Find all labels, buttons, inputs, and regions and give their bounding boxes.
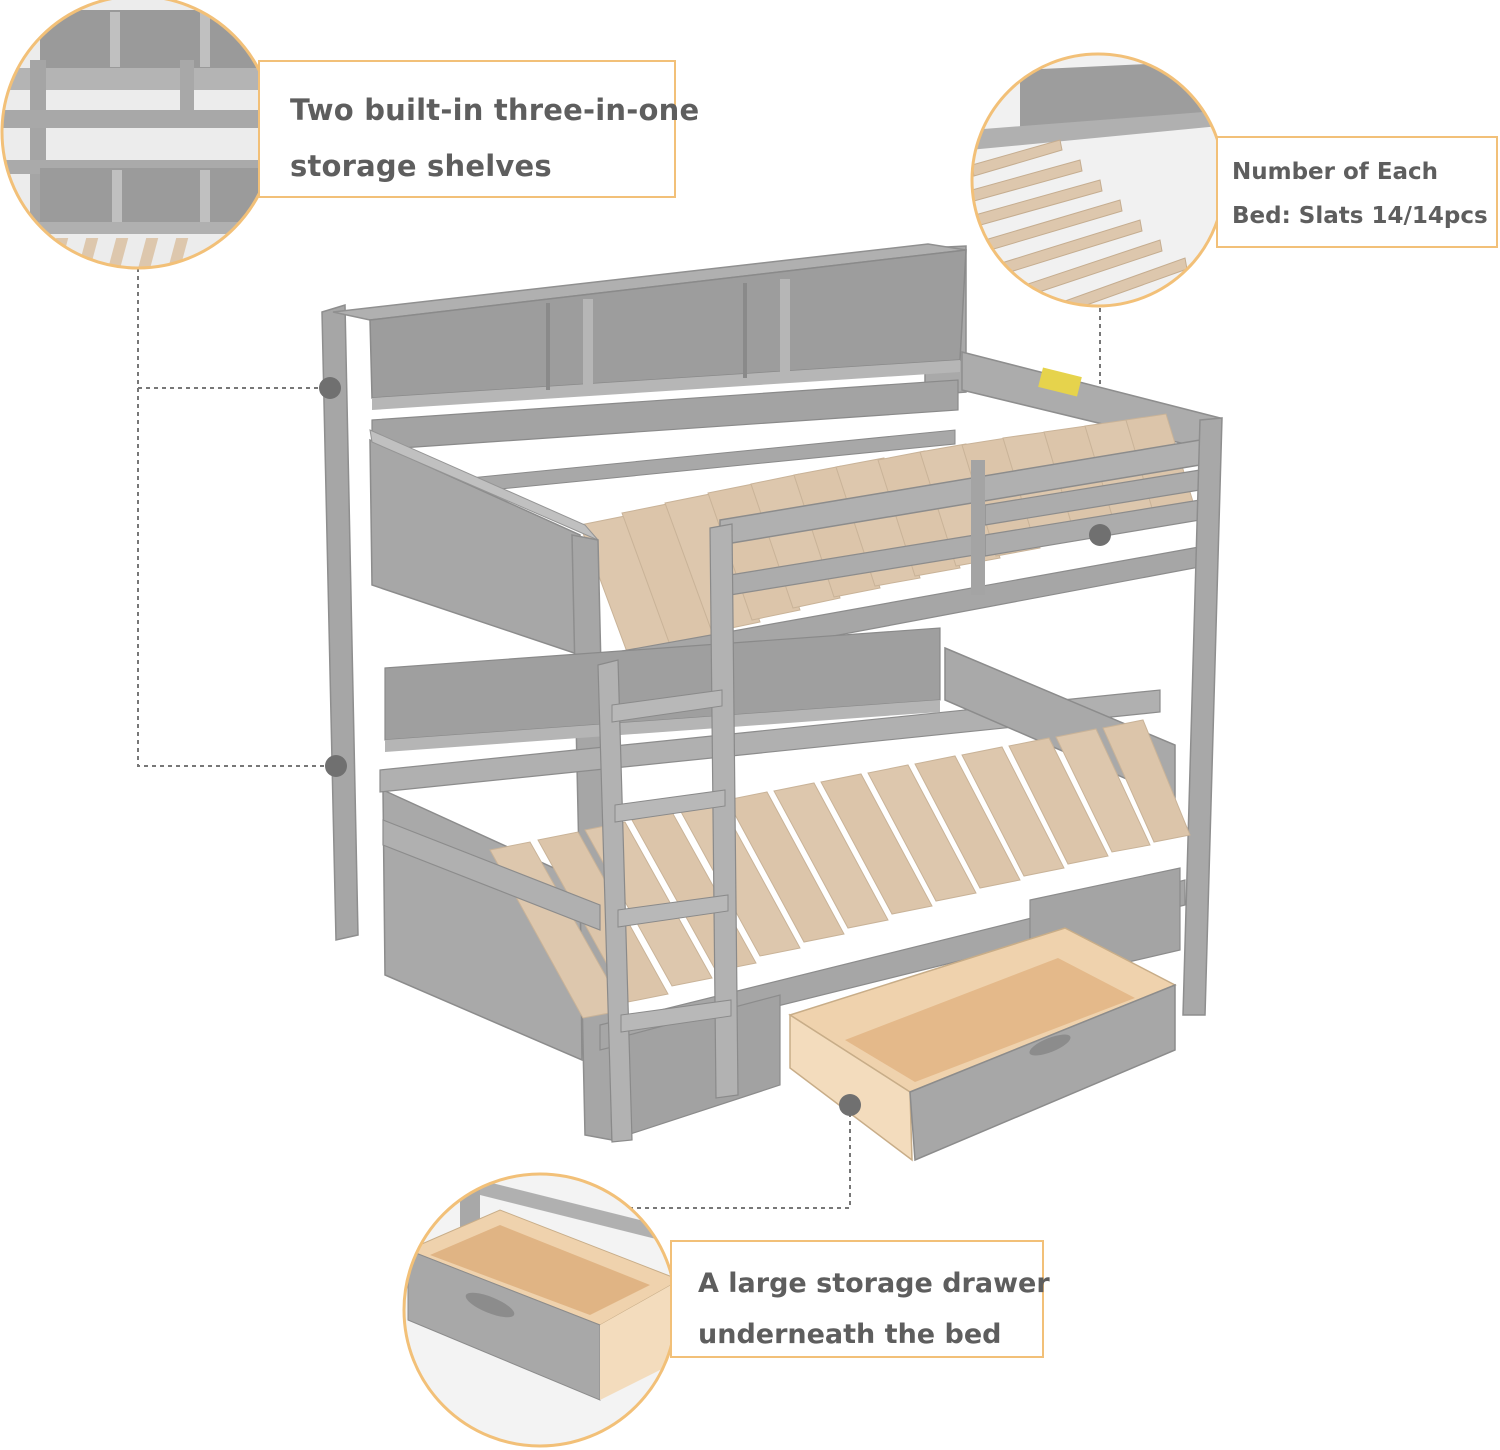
callout-anchor-dot [325, 755, 347, 777]
callout-shelves-line2: storage shelves [290, 149, 552, 183]
front-right-post [1182, 417, 1223, 1016]
callout-anchor-dot [319, 377, 341, 399]
drawer-front [909, 983, 1176, 1162]
callout-drawer-line1: A large storage drawer [698, 1268, 1050, 1299]
callout-anchor-dot [839, 1094, 861, 1116]
callout-shelves: Two built-in three-in-one storage shelve… [258, 60, 700, 198]
storage-drawer [788, 927, 1177, 1162]
callout-slats-line1: Number of Each [1232, 159, 1439, 185]
ladder [597, 523, 739, 1143]
leader-line-shelves [137, 268, 325, 389]
zoom-circle-drawer [402, 1172, 678, 1448]
callout-anchor-dot [1089, 524, 1111, 546]
callout-slats-line2: Bed: Slats 14/14pcs [1232, 203, 1488, 229]
bunk-bed [319, 243, 1223, 1162]
callout-drawer: A large storage drawer underneath the be… [670, 1240, 1050, 1358]
back-left-post [321, 303, 359, 941]
callout-shelves-line1: Two built-in three-in-one [290, 93, 700, 127]
lower-slats [489, 719, 1191, 1019]
leader-line-shelves-lower [137, 388, 330, 767]
callout-slats: Number of Each Bed: Slats 14/14pcs [1216, 136, 1498, 248]
callout-drawer-line2: underneath the bed [698, 1319, 1002, 1350]
zoom-circle-slats [970, 52, 1226, 308]
leader-line-drawer [620, 1105, 851, 1209]
zoom-circle-shelves [0, 0, 276, 270]
